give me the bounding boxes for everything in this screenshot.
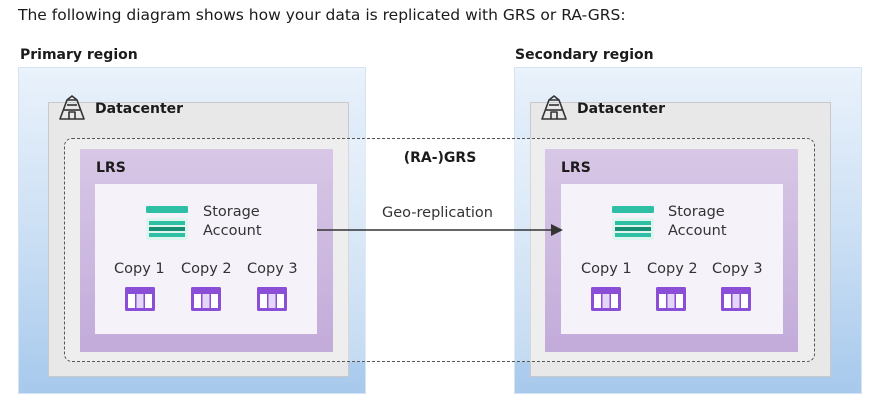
secondary-storage-account-label: Storage Account [668, 203, 727, 241]
storage-account-icon [612, 206, 654, 240]
primary-storage-line2: Account [203, 223, 262, 239]
primary-copy-3-label: Copy 3 [247, 261, 298, 277]
secondary-region-label: Secondary region [515, 47, 654, 63]
secondary-datacenter-header: Datacenter [537, 92, 665, 126]
primary-copy-2-label: Copy 2 [181, 261, 232, 277]
primary-storage-line1: Storage [203, 204, 260, 220]
grs-label: (RA-)GRS [403, 150, 477, 166]
arrow-icon [551, 224, 563, 236]
copy-table-icon [191, 287, 221, 311]
grs-boundary [64, 138, 815, 362]
primary-datacenter-label: Datacenter [95, 101, 184, 117]
copy-table-icon [257, 287, 287, 311]
datacenter-icon [59, 95, 85, 120]
intro-text: The following diagram shows how your dat… [18, 6, 626, 24]
secondary-storage-line1: Storage [668, 204, 725, 220]
copy-table-icon [656, 287, 686, 311]
primary-datacenter-header: Datacenter [55, 92, 183, 126]
geo-replication-arrow [317, 224, 563, 236]
copy-table-icon [591, 287, 621, 311]
primary-region-label: Primary region [20, 47, 138, 63]
primary-copy-1-label: Copy 1 [114, 261, 165, 277]
secondary-copy-3-label: Copy 3 [712, 261, 763, 277]
copy-table-icon [721, 287, 751, 311]
secondary-storage-line2: Account [668, 223, 727, 239]
datacenter-icon [541, 95, 567, 120]
primary-lrs-label: LRS [96, 160, 126, 176]
primary-storage-account-label: Storage Account [203, 203, 262, 241]
secondary-copy-2-label: Copy 2 [647, 261, 698, 277]
secondary-copy-1-label: Copy 1 [581, 261, 632, 277]
copy-table-icon [125, 287, 155, 311]
geo-replication-label: Geo-replication [382, 205, 493, 221]
secondary-datacenter-label: Datacenter [577, 101, 666, 117]
secondary-lrs-label: LRS [561, 160, 591, 176]
storage-account-icon [146, 206, 188, 240]
